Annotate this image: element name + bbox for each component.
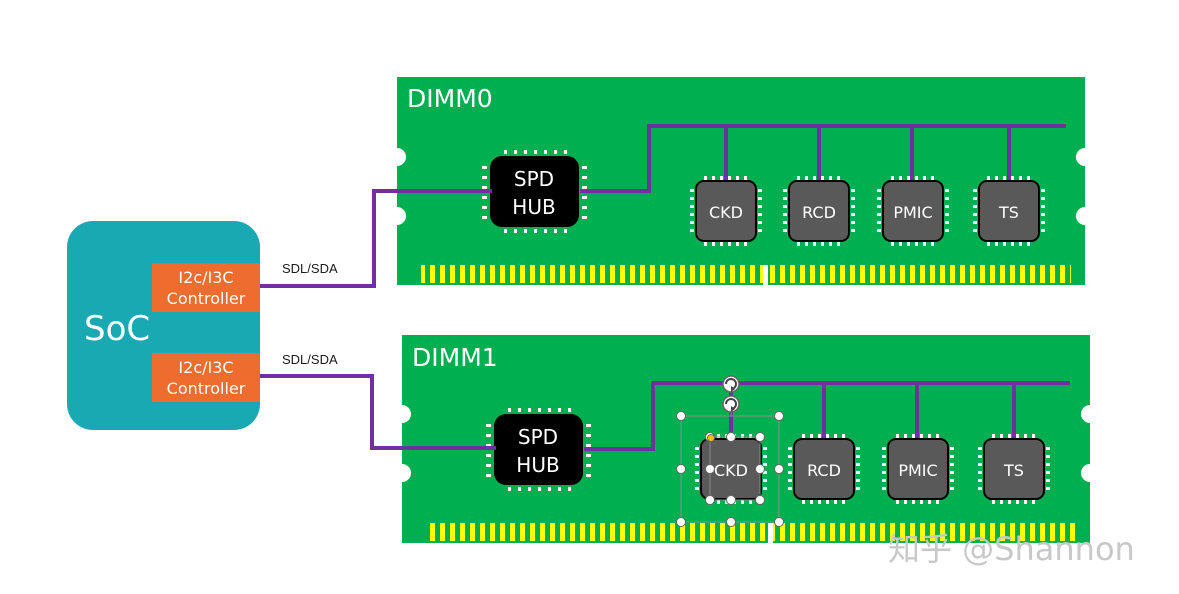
resize-handle[interactable] [774,411,784,421]
dimm-1-chip-ckd-label: CKD [714,461,748,480]
dimm-1-label: DIMM1 [412,343,498,372]
resize-handle[interactable] [676,411,686,421]
dimm-1-chip-pmic: PMIC [882,434,954,504]
dimm-0-notch [388,207,406,225]
dimm-0-key-notch [763,265,768,285]
dimm-0-chip-rcd: RCD [783,176,855,246]
controller-0-line2: Controller [167,289,246,308]
dimm-0-chip-ckd-label: CKD [709,203,743,222]
dimm-1-chip-ts-label: TS [1003,461,1024,480]
bus-label-0: SDL/SDA [282,261,338,276]
dimm-0-notch [1076,207,1094,225]
dimm-0-notch [1076,148,1094,166]
dimm-1-chip-ts: TS [978,434,1050,504]
controller-0-line1: I2c/I3C [178,268,233,287]
dimm-1-notch [393,464,411,482]
dimm-0-spd-hub-line2: HUB [512,195,555,219]
watermark: 知乎 @Shannon [888,530,1135,568]
dimm-1-notch [1081,464,1099,482]
dimm-0-chip-ts: TS [973,176,1045,246]
soc-label: SoC [84,309,150,349]
resize-handle[interactable] [755,495,765,505]
resize-handle[interactable] [755,464,765,474]
dimm-1-bus [584,381,1070,451]
resize-handle[interactable] [774,464,784,474]
dimm-0-spd-hub-line1: SPD [514,167,554,191]
dimm-1-spd-hub: SPD HUB [486,408,591,491]
controller-0: I2c/I3C Controller [152,263,260,312]
resize-handle[interactable] [705,464,715,474]
dimm-1-chip-rcd-label: RCD [807,461,841,480]
resize-handle[interactable] [726,432,736,442]
resize-handle[interactable] [774,517,784,527]
dimm-1-notch [393,405,411,423]
dimm-1-pins [426,523,1076,541]
dimm-1-key-notch [768,523,773,543]
controller-1-line2: Controller [167,379,246,398]
controller-1: I2c/I3C Controller [152,353,260,402]
dimm-0-pins [421,265,1071,283]
dimm-1-spd-hub-line1: SPD [518,425,558,449]
dimm-1: DIMM1 SPD HUB CKD RCD PMIC [393,335,1099,543]
dimm-0-chip-rcd-label: RCD [802,203,836,222]
dimm-1-chip-rcd: RCD [788,434,860,504]
bus-label-1: SDL/SDA [282,352,338,367]
adjust-handle[interactable] [707,434,715,442]
resize-handle[interactable] [676,464,686,474]
resize-handle[interactable] [705,495,715,505]
dimm-1-spd-hub-line2: HUB [516,453,559,477]
dimm-0-chip-ts-label: TS [998,203,1019,222]
dimm-0-spd-hub: SPD HUB [482,150,587,233]
dimm-0-label: DIMM0 [407,84,493,113]
dimm-0-notch [388,148,406,166]
resize-handle[interactable] [755,432,765,442]
resize-handle[interactable] [726,517,736,527]
dimm-0-chip-ckd: CKD [690,176,762,246]
dimm-0: DIMM0 SPD HUB CKD RCD PMIC [388,77,1094,285]
resize-handle[interactable] [726,495,736,505]
selection-frame[interactable] [676,375,784,527]
soc-bus-0 [260,189,492,288]
rotate-handle-icon[interactable] [722,395,740,413]
resize-handle[interactable] [676,517,686,527]
dimm-1-notch [1081,405,1099,423]
dimm-0-chip-pmic: PMIC [877,176,949,246]
rotate-handle-icon[interactable] [722,375,740,393]
dimm-0-chip-pmic-label: PMIC [893,203,932,222]
dimm-0-bus [580,124,1066,193]
soc-bus-1 [260,374,496,450]
dimm-1-chip-pmic-label: PMIC [898,461,937,480]
controller-1-line1: I2c/I3C [178,358,233,377]
